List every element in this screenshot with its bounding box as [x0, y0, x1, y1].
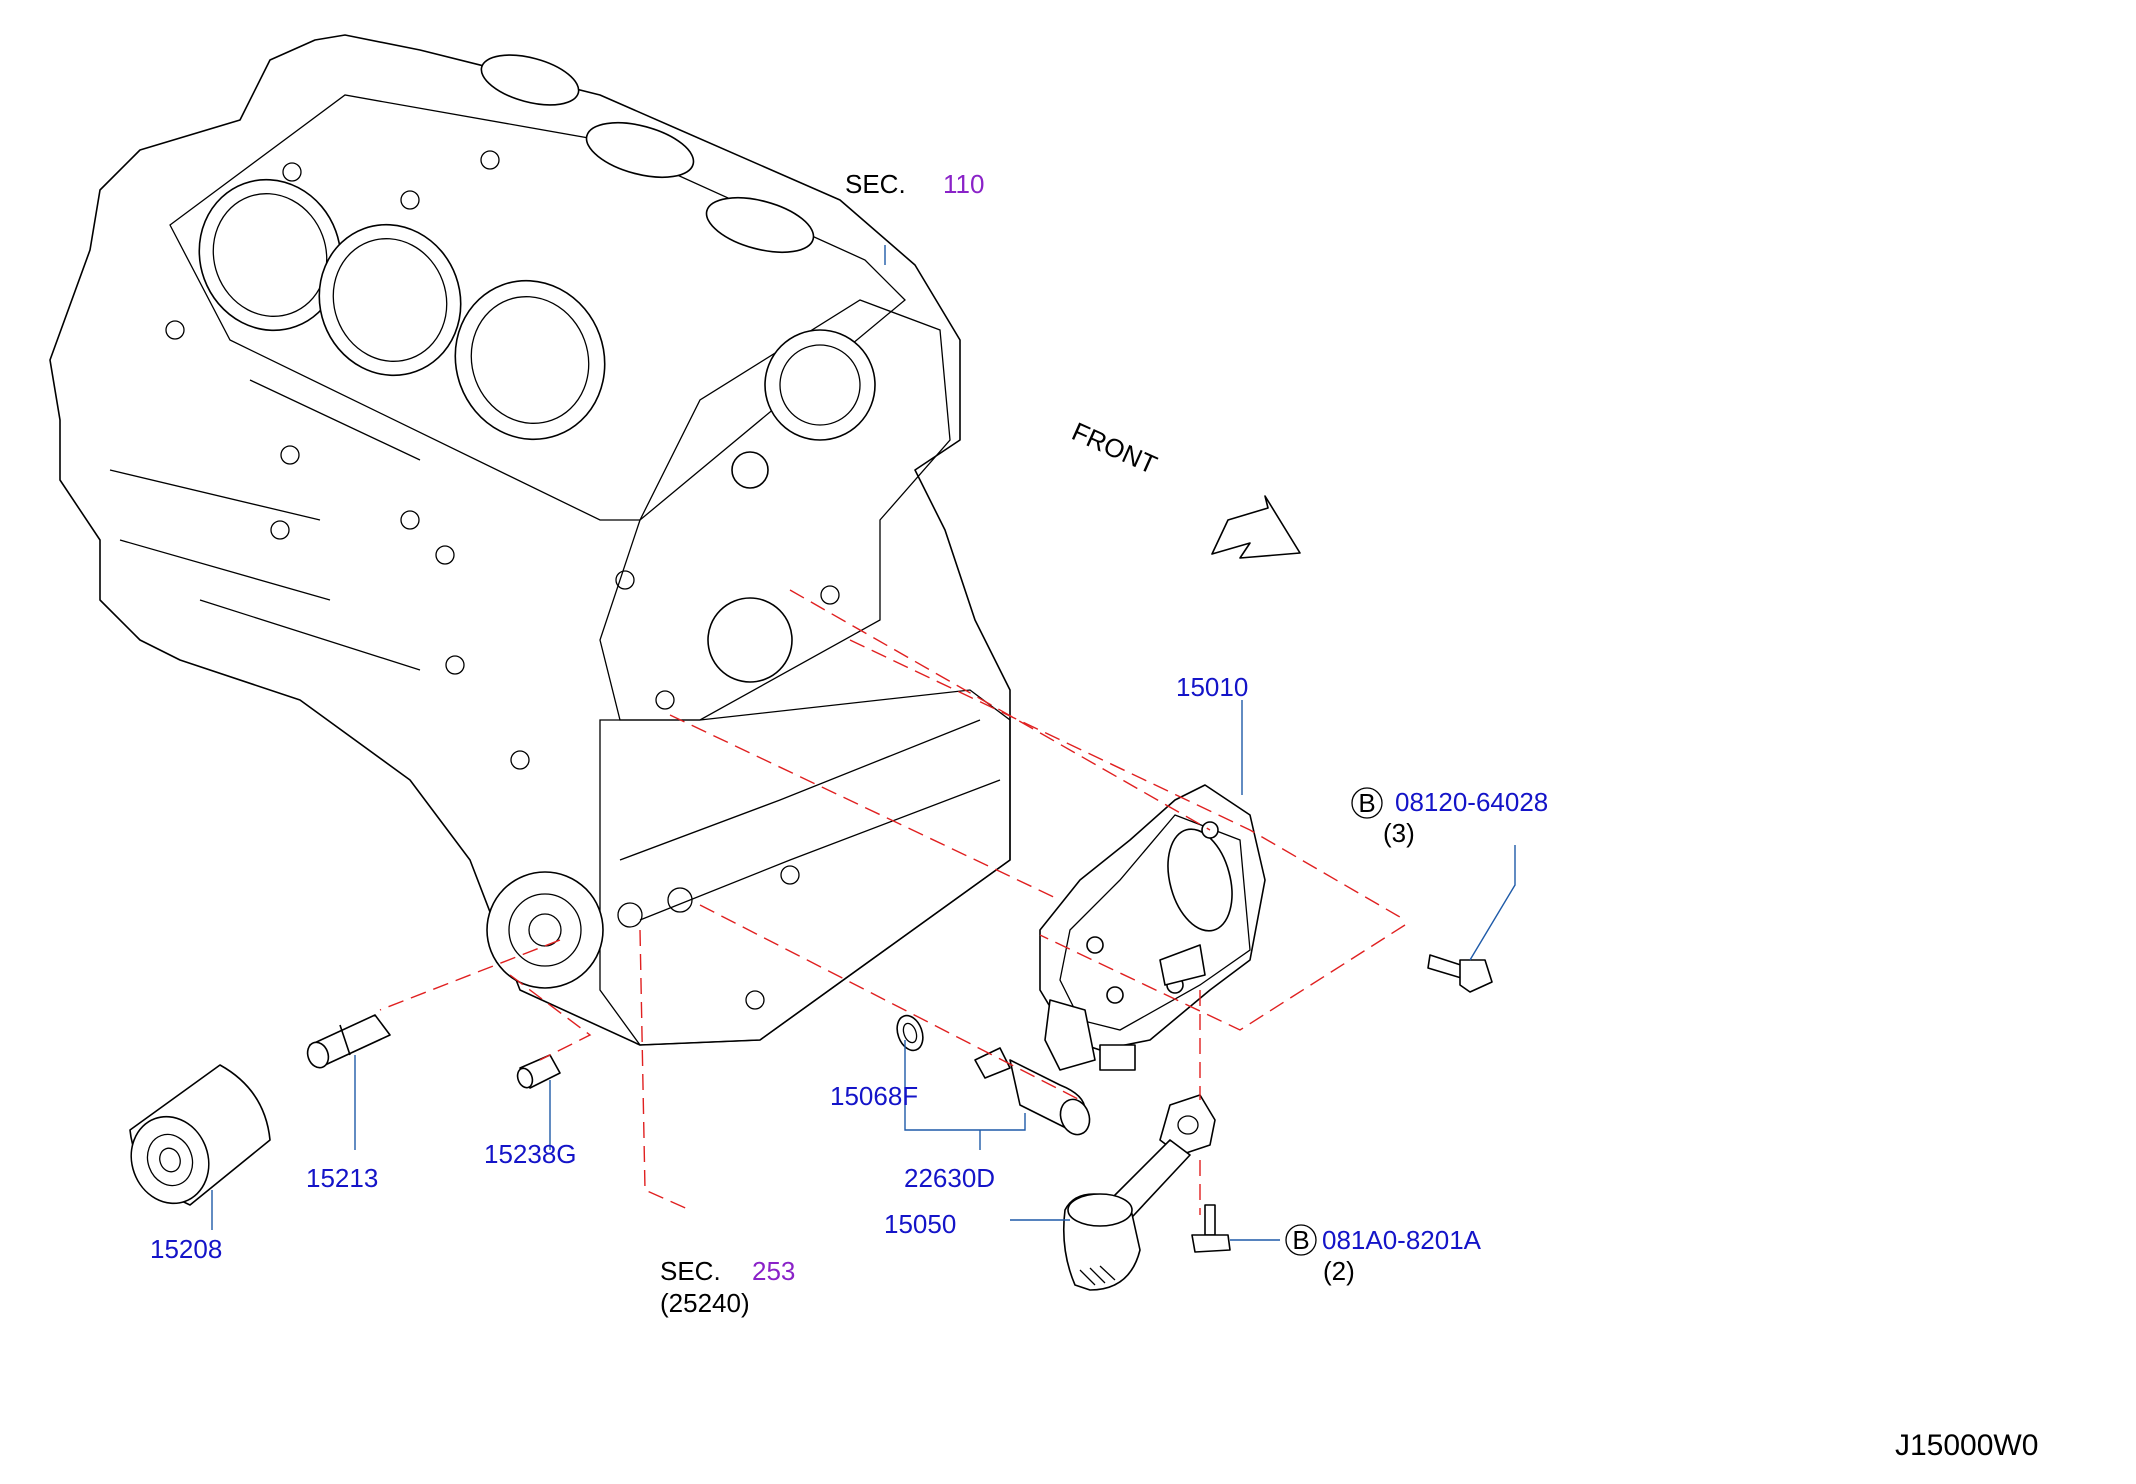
svg-text:B: B	[1292, 1225, 1309, 1255]
section-reference-number[interactable]: 253	[752, 1256, 795, 1286]
pump-bolt-illustration	[1427, 954, 1493, 993]
part-number-label[interactable]: 15050	[884, 1209, 956, 1239]
assembly-phantom-lines	[379, 589, 1406, 1215]
connector-bolt-illustration	[306, 1014, 391, 1069]
part-number-label[interactable]: 15010	[1176, 672, 1248, 702]
section-reference-sub-number: (25240)	[660, 1288, 750, 1318]
bolt-marker-b: B	[1285, 1224, 1317, 1256]
part-number-label[interactable]: 22630D	[904, 1163, 995, 1193]
bolt-marker-b: B	[1351, 787, 1383, 819]
strainer-bolt-illustration	[1191, 1204, 1231, 1253]
oil-filter-illustration	[129, 1064, 271, 1206]
oil-pump-illustration	[1039, 784, 1266, 1071]
front-arrow	[1211, 495, 1301, 559]
plug-illustration	[516, 1054, 561, 1089]
part-number-label[interactable]: 15068F	[830, 1081, 918, 1111]
bolt-quantity-label: (2)	[1323, 1256, 1355, 1286]
section-reference-prefix: SEC.	[660, 1256, 721, 1286]
cylinder-bore	[198, 178, 342, 332]
cylinder-bore	[454, 279, 606, 441]
oil-strainer-illustration	[1062, 1094, 1216, 1291]
bolt-part-number-label[interactable]: 081A0-8201A	[1322, 1225, 1482, 1255]
washer-illustration	[896, 1014, 924, 1052]
bolt-quantity-label: (3)	[1383, 818, 1415, 848]
svg-text:B: B	[1358, 788, 1375, 818]
part-number-label[interactable]: 15208	[150, 1234, 222, 1264]
cylinder-bore	[318, 223, 462, 377]
cylinder-block-illustration	[49, 34, 1011, 1046]
bolt-part-number-label[interactable]: 08120-64028	[1395, 787, 1548, 817]
diagram-code: J15000W0	[1895, 1429, 2038, 1462]
part-number-label[interactable]: 15238G	[484, 1139, 577, 1169]
front-label: FRONT	[1068, 416, 1162, 480]
section-reference-prefix: SEC.	[845, 169, 906, 199]
section-reference-number[interactable]: 110	[943, 169, 984, 199]
leader-lines	[211, 245, 1516, 1241]
part-number-label[interactable]: 15213	[306, 1163, 378, 1193]
oil-pressure-switch-illustration	[974, 1047, 1091, 1136]
